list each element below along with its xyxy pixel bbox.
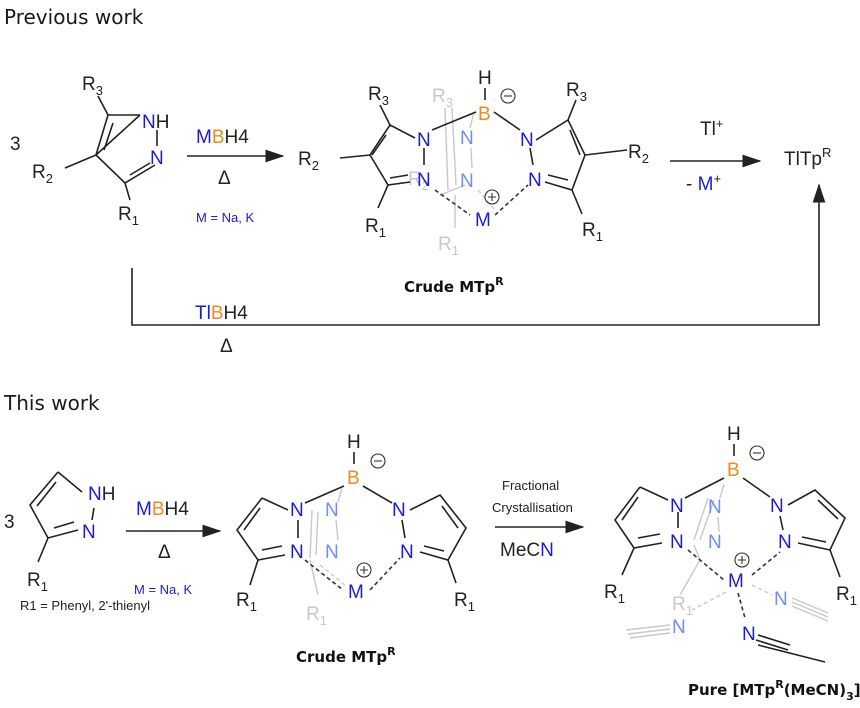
previous-step2: Tl+ - M+ TlTpR: [670, 116, 831, 195]
section-title-this-work: This work: [3, 391, 100, 415]
svg-text:N: N: [778, 532, 792, 553]
svg-text:R1: R1: [236, 590, 257, 614]
bypass-arrow: [131, 183, 826, 326]
heat-condition: Δ: [158, 542, 171, 563]
reagent-mbh4: MBH4: [136, 499, 189, 520]
this-step2: Fractional Crystallisation MeCN: [492, 478, 585, 561]
n-label: N: [150, 148, 164, 169]
metal-atom: M: [475, 210, 491, 231]
svg-text:N: N: [670, 496, 684, 517]
boron-atom: B: [347, 468, 360, 489]
svg-text:H: H: [727, 424, 741, 445]
condition-crystallisation: Crystallisation: [492, 500, 573, 515]
svg-text:R2: R2: [408, 169, 429, 193]
metal-atom: M: [348, 582, 364, 603]
previous-step1: MBH4 Δ M = Na, K: [187, 127, 285, 225]
svg-text:N: N: [670, 532, 684, 553]
final-product-tltp: TlTpR: [784, 145, 831, 170]
svg-text:R1: R1: [365, 216, 386, 240]
svg-text:N: N: [672, 617, 686, 638]
negative-charge-icon: [500, 88, 516, 104]
positive-charge-icon: [484, 189, 500, 205]
product-label-crude-mtp: Crude MTpR: [296, 645, 396, 666]
svg-text:R2: R2: [628, 142, 649, 166]
svg-text:N: N: [708, 497, 722, 518]
metal-note: M = Na, K: [134, 582, 192, 597]
previous-crude-mtp: R3 R2 R1 N N R3 R2 R1 N N H B N N: [298, 68, 649, 296]
positive-charge-icon: [356, 562, 372, 578]
metal-note: M = Na, K: [196, 210, 254, 225]
boron-atom: B: [478, 104, 491, 125]
svg-text:R3: R3: [566, 80, 587, 104]
r1-label: R1: [27, 570, 48, 594]
svg-text:R1: R1: [672, 594, 693, 618]
svg-text:N: N: [392, 500, 406, 521]
svg-text:R3: R3: [368, 84, 389, 108]
previous-bypass-route: TlBH4 Δ: [131, 183, 826, 357]
solvent-mecn: MeCN: [500, 540, 554, 561]
reagent-mbh4: MBH4: [196, 127, 249, 148]
svg-text:R1: R1: [306, 604, 327, 628]
svg-text:N: N: [325, 500, 339, 521]
svg-text:N: N: [290, 542, 304, 563]
r3-label: R3: [82, 74, 103, 98]
r1-definition: R1 = Phenyl, 2'-thienyl: [20, 598, 150, 613]
svg-text:R1: R1: [582, 220, 603, 244]
product-label-pure: Pure [MTpR(MeCN)3]: [688, 678, 860, 703]
svg-text:N: N: [770, 496, 784, 517]
svg-text:N: N: [520, 130, 534, 151]
negative-charge-icon: [370, 453, 386, 469]
svg-text:N: N: [528, 170, 542, 191]
svg-text:R1: R1: [454, 590, 475, 614]
boron-atom: B: [727, 460, 740, 481]
negative-charge-icon: [749, 445, 765, 461]
nh-label: NH: [88, 484, 115, 505]
svg-text:N: N: [460, 171, 474, 192]
heat-condition: Δ: [220, 336, 233, 357]
condition-fractional: Fractional: [502, 478, 559, 493]
svg-text:N: N: [325, 542, 339, 563]
pure-mtp-mecn3: R1 N N N N R1 H B N N R1 M N: [604, 424, 860, 703]
svg-text:N: N: [417, 130, 431, 151]
r2-label: R2: [32, 162, 53, 186]
n-label: N: [82, 522, 96, 543]
svg-text:R1: R1: [604, 582, 625, 606]
reagent-tlbh4: TlBH4: [195, 303, 248, 324]
heat-condition: Δ: [218, 168, 231, 189]
previous-reactant-pyrazole: 3 R3 R2 R1 NH N: [10, 74, 169, 228]
this-step1: MBH4 Δ M = Na, K: [126, 499, 222, 597]
svg-text:N: N: [774, 589, 788, 610]
svg-text:H: H: [478, 68, 492, 89]
coefficient: 3: [4, 512, 15, 533]
this-reactant-pyrazole: 3 NH N R1 R1 = Phenyl, 2'-thienyl: [4, 471, 150, 613]
product-label-crude-mtp: Crude MTpR: [404, 275, 504, 296]
reagent-tl: Tl+: [700, 116, 723, 140]
nh-label: NH: [142, 112, 169, 133]
r1-label: R1: [118, 204, 139, 228]
coefficient: 3: [10, 134, 21, 155]
svg-text:N: N: [460, 128, 474, 149]
svg-text:H: H: [347, 432, 361, 453]
svg-text:R3: R3: [432, 86, 453, 110]
svg-text:R1: R1: [836, 584, 857, 608]
section-title-previous-work: Previous work: [4, 5, 144, 29]
positive-charge-icon: [734, 552, 750, 568]
svg-text:N: N: [742, 624, 756, 645]
metal-atom: M: [728, 571, 744, 592]
svg-text:N: N: [708, 532, 722, 553]
svg-text:N: N: [417, 170, 431, 191]
svg-text:N: N: [400, 542, 414, 563]
this-crude-mtp: R1 N N N N R1 H B N N R1 M Crude MTpR: [236, 432, 475, 666]
svg-text:R1: R1: [438, 234, 459, 258]
svg-text:N: N: [290, 500, 304, 521]
svg-text:R2: R2: [298, 149, 319, 173]
byproduct-m: - M+: [686, 171, 721, 195]
